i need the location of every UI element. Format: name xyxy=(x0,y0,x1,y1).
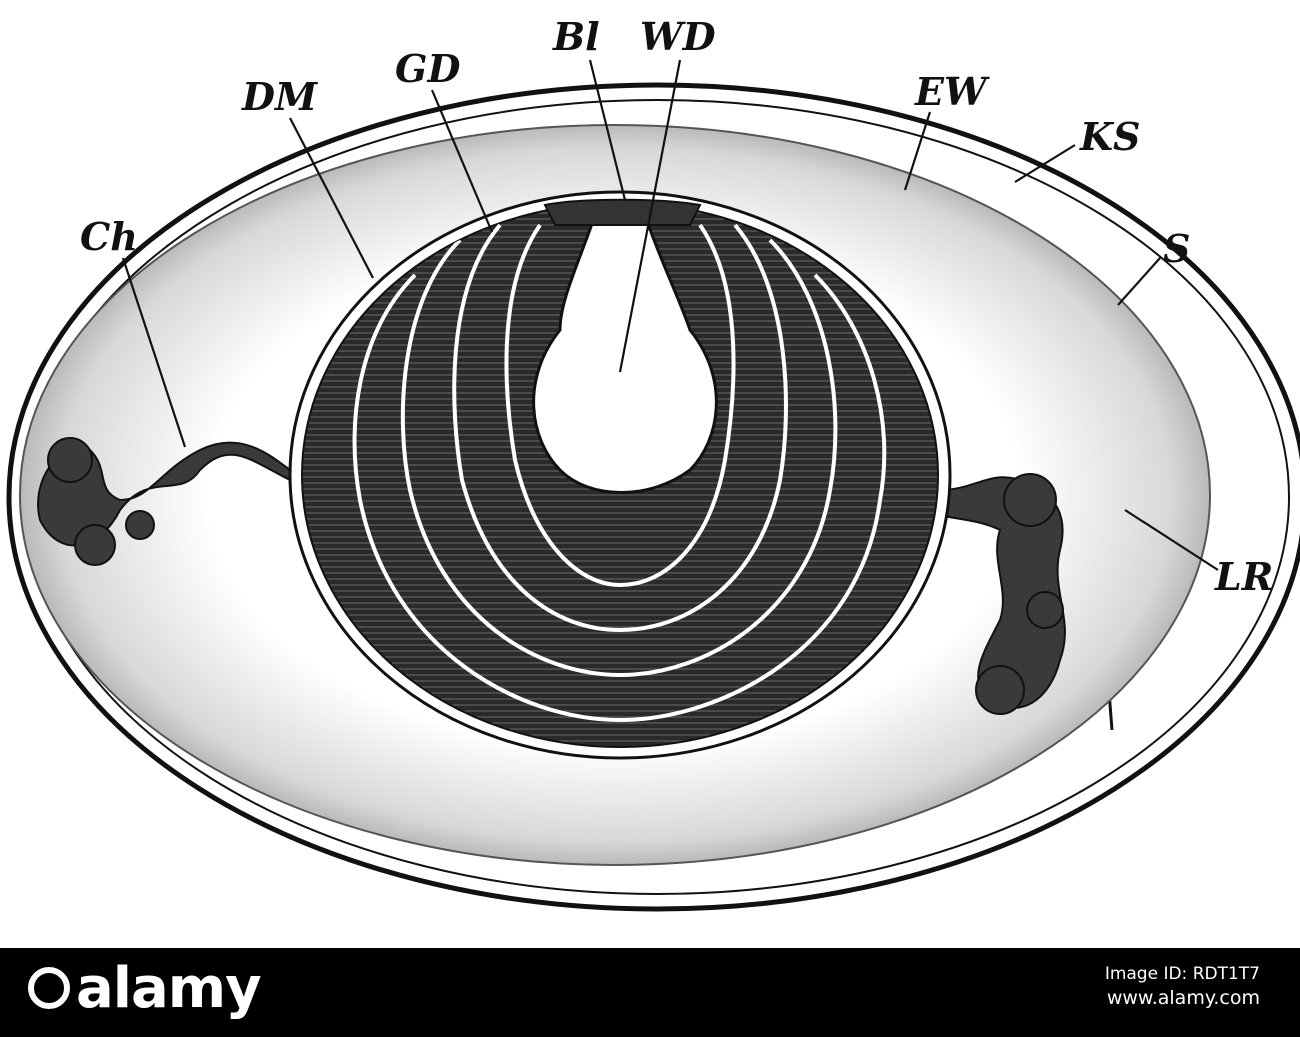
watermark-bar: alamy Image ID: RDT1T7 www.alamy.com xyxy=(0,948,1300,1037)
label-gd: GD xyxy=(395,46,460,91)
leader-bl xyxy=(588,59,627,201)
blastoderm xyxy=(543,198,702,226)
logo-text: alamy xyxy=(76,956,262,1021)
label-ew: EW xyxy=(914,69,990,114)
leader-ks xyxy=(1014,144,1076,183)
logo-ring-icon xyxy=(28,967,70,1009)
label-s: S xyxy=(1163,226,1190,271)
leader-s xyxy=(1117,257,1161,306)
label-wd: WD xyxy=(640,14,716,59)
leader-dm xyxy=(289,117,374,279)
alamy-logo: alamy xyxy=(28,956,262,1021)
leader-wd xyxy=(618,59,682,373)
chalaza-right xyxy=(939,473,1066,715)
leader-lr xyxy=(1124,509,1219,571)
label-ks: KS xyxy=(1079,114,1140,159)
white-yolk-flask xyxy=(532,213,718,494)
label-ch: Ch xyxy=(80,214,138,259)
chalaza-left xyxy=(37,437,291,566)
label-dm: DM xyxy=(241,74,318,119)
image-id-block: Image ID: RDT1T7 www.alamy.com xyxy=(1105,962,1260,1010)
egg-diagram: Ch DM GD Bl WD EW KS S LR xyxy=(6,14,1300,912)
yolk-layer xyxy=(400,238,838,678)
leader-ch xyxy=(121,257,187,448)
site-url: www.alamy.com xyxy=(1106,987,1260,1009)
leader-ew xyxy=(903,111,932,191)
label-bl: Bl xyxy=(552,14,600,59)
yolk-layer xyxy=(352,273,887,723)
image-id: Image ID: RDT1T7 xyxy=(1104,964,1260,984)
leader-gd xyxy=(430,89,494,233)
yolk-layer xyxy=(452,223,788,633)
yolk-layer xyxy=(504,223,736,588)
label-lr: LR xyxy=(1214,554,1273,599)
